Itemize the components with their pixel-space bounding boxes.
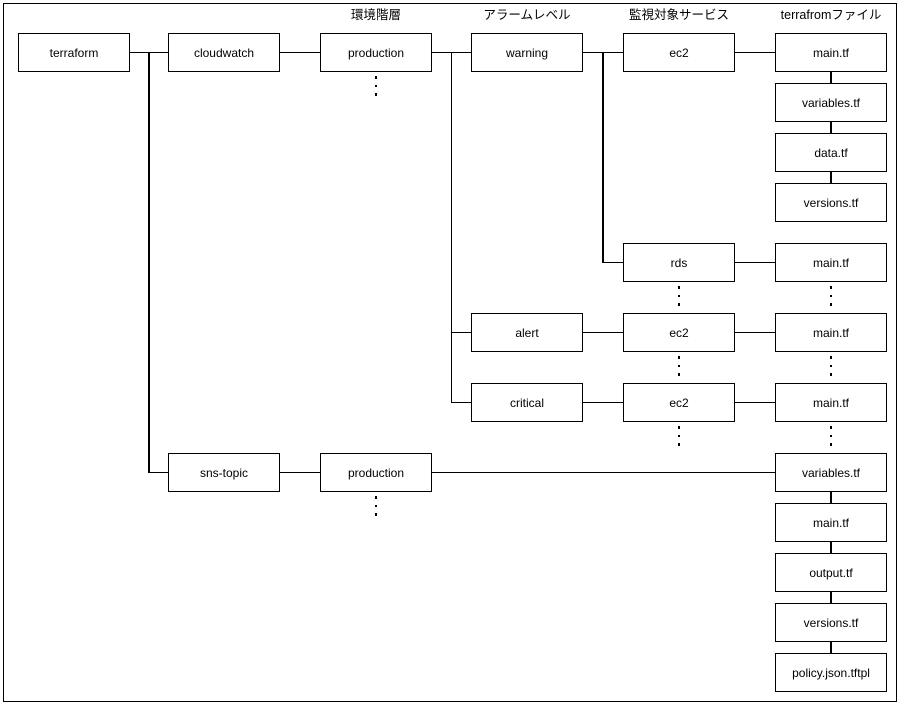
node-critical: critical xyxy=(471,383,583,422)
node-ec2-critical: ec2 xyxy=(623,383,735,422)
node-production-sns: production xyxy=(320,453,432,492)
diagram-border xyxy=(3,3,897,702)
ellipsis-dot xyxy=(829,303,833,306)
node-cloudwatch: cloudwatch xyxy=(168,33,280,72)
ellipsis-dot xyxy=(829,373,833,376)
connector-ec2-alert--main-tf-alert-ec2 xyxy=(735,331,775,334)
ellipsis-dot xyxy=(829,426,833,429)
node-alert: alert xyxy=(471,313,583,352)
connector-production-cloudwatch--critical xyxy=(450,401,471,404)
node-ec2-alert: ec2 xyxy=(623,313,735,352)
ellipsis-below-main-tf-warning-rds xyxy=(829,286,833,312)
ellipsis-dot xyxy=(829,443,833,446)
node-main-tf-warning-rds: main.tf xyxy=(775,243,887,282)
ellipsis-dot xyxy=(677,426,681,429)
connector-terraform--sns-topic-trunk xyxy=(148,51,150,474)
connector-warning--rds xyxy=(602,261,623,264)
ellipsis-dot xyxy=(677,356,681,359)
ellipsis-below-ec2-alert xyxy=(677,356,681,382)
node-main-tf-sns: main.tf xyxy=(775,503,887,542)
ellipsis-below-production-sns xyxy=(374,496,378,522)
ellipsis-dot xyxy=(677,373,681,376)
ellipsis-dot xyxy=(677,443,681,446)
node-variables-tf-sns: variables.tf xyxy=(775,453,887,492)
connector-production-cloudwatch--critical-trunk xyxy=(450,51,453,404)
connector-variables-tf-sns--main-tf-sns xyxy=(830,491,832,504)
ellipsis-dot xyxy=(829,364,833,367)
connector-data-tf-warning-ec2--versions-tf-warning-ec2 xyxy=(830,171,832,184)
ellipsis-dot xyxy=(829,434,833,437)
ellipsis-dot xyxy=(374,76,378,79)
ellipsis-dot xyxy=(374,504,378,507)
ellipsis-dot xyxy=(677,294,681,297)
node-output-tf-sns: output.tf xyxy=(775,553,887,592)
ellipsis-below-ec2-critical xyxy=(677,426,681,452)
connector-versions-tf-sns--policy-json-tftpl-sns xyxy=(830,641,832,654)
column-header-2: アラームレベル xyxy=(483,8,571,22)
ellipsis-dot xyxy=(374,84,378,87)
connector-alert--ec2-alert xyxy=(583,331,623,334)
ellipsis-dot xyxy=(677,434,681,437)
connector-terraform--sns-topic xyxy=(148,471,168,474)
ellipsis-dot xyxy=(677,286,681,289)
ellipsis-below-main-tf-alert-ec2 xyxy=(829,356,833,382)
node-versions-tf-warning-ec2: versions.tf xyxy=(775,183,887,222)
node-sns-topic: sns-topic xyxy=(168,453,280,492)
connector-critical--ec2-critical xyxy=(583,401,623,404)
column-header-3: 監視対象サービス xyxy=(628,8,730,22)
column-header-4: terrafromファイル xyxy=(780,8,882,22)
ellipsis-dot xyxy=(677,364,681,367)
connector-production-cloudwatch--alert xyxy=(450,331,471,334)
node-main-tf-warning-ec2: main.tf xyxy=(775,33,887,72)
node-ec2-warning: ec2 xyxy=(623,33,735,72)
ellipsis-dot xyxy=(374,513,378,516)
connector-production-sns--variables-tf-sns xyxy=(432,471,775,474)
node-policy-json-tftpl-sns: policy.json.tftpl xyxy=(775,653,887,692)
node-rds: rds xyxy=(623,243,735,282)
ellipsis-dot xyxy=(677,303,681,306)
connector-sns-topic--production-sns xyxy=(280,471,320,474)
node-versions-tf-sns: versions.tf xyxy=(775,603,887,642)
connector-warning--rds-trunk xyxy=(602,51,604,264)
connector-main-tf-warning-ec2--variables-tf-warning-ec2 xyxy=(830,71,832,84)
ellipsis-below-production-cloudwatch xyxy=(374,76,378,102)
ellipsis-dot xyxy=(374,496,378,499)
node-data-tf-warning-ec2: data.tf xyxy=(775,133,887,172)
ellipsis-dot xyxy=(829,356,833,359)
connector-main-tf-sns--output-tf-sns xyxy=(830,541,832,554)
column-header-1: 環境階層 xyxy=(350,8,402,22)
ellipsis-dot xyxy=(829,294,833,297)
connector-cloudwatch--production-cloudwatch xyxy=(280,51,320,54)
node-production-cloudwatch: production xyxy=(320,33,432,72)
connector-rds--main-tf-warning-rds xyxy=(735,261,775,264)
node-variables-tf-warning-ec2: variables.tf xyxy=(775,83,887,122)
connector-output-tf-sns--versions-tf-sns xyxy=(830,591,832,604)
ellipsis-dot xyxy=(829,286,833,289)
connector-ec2-warning--main-tf-warning-ec2 xyxy=(735,51,775,54)
node-warning: warning xyxy=(471,33,583,72)
ellipsis-below-main-tf-critical-ec2 xyxy=(829,426,833,452)
connector-variables-tf-warning-ec2--data-tf-warning-ec2 xyxy=(830,121,832,134)
connector-ec2-critical--main-tf-critical-ec2 xyxy=(735,401,775,404)
node-main-tf-alert-ec2: main.tf xyxy=(775,313,887,352)
ellipsis-dot xyxy=(374,93,378,96)
node-main-tf-critical-ec2: main.tf xyxy=(775,383,887,422)
node-terraform: terraform xyxy=(18,33,130,72)
ellipsis-below-rds xyxy=(677,286,681,312)
